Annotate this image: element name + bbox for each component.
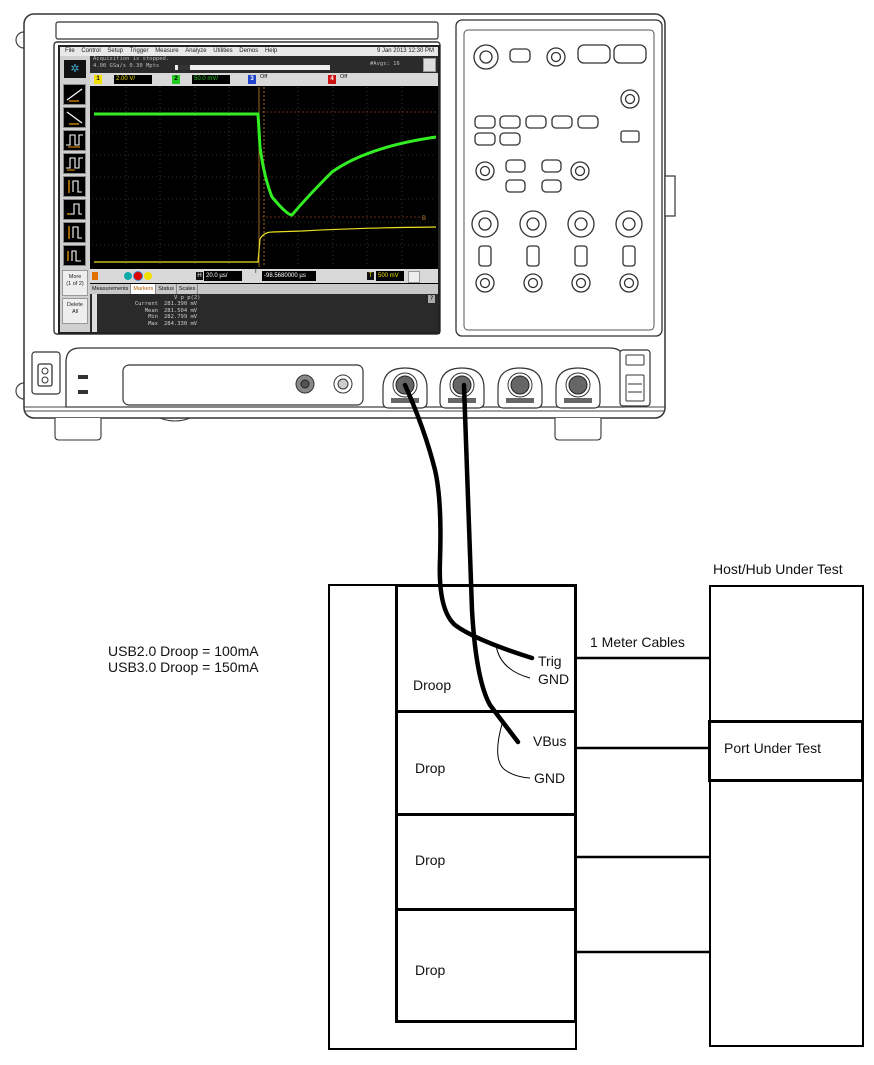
- measurement-label-current: Current: [134, 301, 158, 307]
- measurement-label-min: Min: [148, 314, 158, 320]
- probe-label-trig: Trig: [538, 653, 562, 669]
- menu-demos[interactable]: Demos: [239, 48, 259, 54]
- measurement-value-current: 281.390 mV: [164, 301, 198, 307]
- tab-markers[interactable]: Markers: [131, 284, 157, 294]
- droop-note-usb3: USB3.0 Droop = 150mA: [108, 659, 259, 675]
- memory-bar: [175, 65, 330, 70]
- datetime: 9 Jan 2013 12:30 PM: [376, 48, 434, 54]
- fixture-section-drop-3: [395, 908, 577, 1023]
- host-hub-box: [709, 585, 864, 1047]
- frequency-icon[interactable]: [63, 153, 86, 174]
- vpp-icon[interactable]: [63, 222, 86, 243]
- channel-3-state[interactable]: Off: [260, 74, 268, 80]
- more-label: More: [68, 274, 82, 280]
- menu-trigger[interactable]: Trigger: [129, 48, 149, 54]
- timebase-field[interactable]: 20.0 µs/: [204, 271, 242, 281]
- overshoot-icon[interactable]: [63, 245, 86, 266]
- trigger-badge: T: [367, 272, 374, 280]
- trigger-position-label: T: [254, 269, 258, 275]
- menu-file[interactable]: File: [65, 48, 75, 54]
- more-button[interactable]: More (1 of 2): [62, 270, 88, 296]
- yellow-color-button[interactable]: [144, 272, 152, 280]
- measurement-label-max: Max: [148, 320, 158, 327]
- all-label: All: [71, 309, 79, 315]
- menu-setup[interactable]: Setup: [107, 48, 124, 54]
- port-under-test-box: [708, 720, 864, 782]
- fixture-section-droop: [395, 584, 577, 713]
- delete-all-button[interactable]: Delete All: [62, 298, 88, 324]
- top-icon[interactable]: [63, 199, 86, 220]
- period-icon[interactable]: [63, 130, 86, 151]
- section-label-droop: Droop: [413, 677, 452, 693]
- channel-1-button[interactable]: 1: [94, 75, 102, 84]
- port-under-test-label: Port Under Test: [724, 740, 822, 756]
- amplitude-icon[interactable]: [63, 176, 86, 197]
- measurement-label-mean: Mean: [144, 307, 158, 314]
- probe-label-gnd-1: GND: [538, 671, 570, 687]
- acquisition-status: Acquisition is stopped.: [93, 56, 170, 62]
- tab-status[interactable]: Status: [156, 284, 177, 294]
- channel-2-button[interactable]: 2: [172, 75, 180, 84]
- delete-label: Delete: [67, 302, 83, 308]
- more-page-label: (1 of 2): [66, 281, 84, 287]
- channel-1-trace: [94, 226, 436, 263]
- section-label-drop-1: Drop: [415, 760, 446, 776]
- sample-rate: 4.00 GSa/s 0.30 Mpts: [93, 63, 160, 69]
- measurement-value-min: 282.799 mV: [164, 314, 198, 320]
- menu-control[interactable]: Control: [81, 48, 101, 54]
- memory-bar-marker: [178, 65, 190, 70]
- minimize-button[interactable]: [423, 58, 436, 72]
- section-label-drop-3: Drop: [415, 962, 446, 978]
- menu-analyze[interactable]: Analyze: [185, 48, 207, 54]
- logo-icon: ✲: [64, 60, 86, 78]
- channel-1-scale[interactable]: 2.00 V/: [114, 75, 152, 84]
- host-hub-title: Host/Hub Under Test: [713, 561, 843, 577]
- measurement-header: V p p(2): [174, 295, 201, 301]
- delay-field[interactable]: -98.5680000 µs: [262, 271, 316, 281]
- averages-count: #Avgs: 16: [370, 61, 400, 67]
- fall-time-icon[interactable]: [63, 107, 86, 128]
- help-icon[interactable]: ?: [428, 295, 435, 303]
- measurement-value-mean: 281.504 mV: [164, 307, 198, 314]
- scope-menubar: File Control Setup Trigger Measure Analy…: [60, 47, 438, 56]
- channel-4-state[interactable]: Off: [340, 74, 348, 80]
- menu-help[interactable]: Help: [264, 48, 278, 54]
- droop-note-usb2: USB2.0 Droop = 100mA: [108, 643, 259, 659]
- channel-bar: 1 2.00 V/ 2 50.0 mV/ 3 Off 4 Off: [90, 73, 438, 86]
- trigger-level-field[interactable]: 500 mV: [376, 271, 404, 281]
- rise-time-icon[interactable]: [63, 84, 86, 105]
- acquisition-status-bar: Acquisition is stopped. 4.00 GSa/s 0.30 …: [90, 56, 438, 73]
- control-bar: H 20.0 µs/ T -98.5680000 µs T 500 mV: [90, 269, 438, 283]
- probe-label-gnd-2: GND: [534, 770, 566, 786]
- red-color-button[interactable]: [134, 272, 142, 280]
- measurement-value-max: 284.330 mV: [164, 320, 198, 327]
- waveform-display[interactable]: B: [92, 87, 436, 267]
- horizontal-label: H: [196, 272, 203, 280]
- svg-text:B: B: [422, 216, 426, 222]
- cable-label: 1 Meter Cables: [590, 634, 685, 650]
- cyan-color-button[interactable]: [124, 272, 132, 280]
- channel-2-scale[interactable]: 50.0 mV/: [192, 75, 230, 84]
- channel-3-button[interactable]: 3: [248, 75, 256, 84]
- probe-label-vbus: VBus: [533, 733, 567, 749]
- channel-2-trace: [94, 112, 436, 217]
- tab-scales[interactable]: Scales: [177, 284, 199, 294]
- trigger-level-stepper[interactable]: [408, 271, 420, 283]
- menu-utilities[interactable]: Utilities: [213, 48, 233, 54]
- measurement-results: V p p(2) Current 281.390 mV Mean 281.504…: [90, 294, 438, 332]
- measurement-sidebar: ✲ More (1 of 2) Delete All: [60, 56, 90, 332]
- scope-screen: File Control Setup Trigger Measure Analy…: [58, 45, 440, 334]
- section-label-drop-2: Drop: [415, 852, 446, 868]
- channel-4-button[interactable]: 4: [328, 75, 336, 84]
- tab-measurements[interactable]: Measurements: [90, 284, 132, 294]
- results-scrollbar[interactable]: [92, 294, 97, 332]
- menu-measure[interactable]: Measure: [155, 48, 179, 54]
- marker-mode-icon[interactable]: [92, 272, 98, 280]
